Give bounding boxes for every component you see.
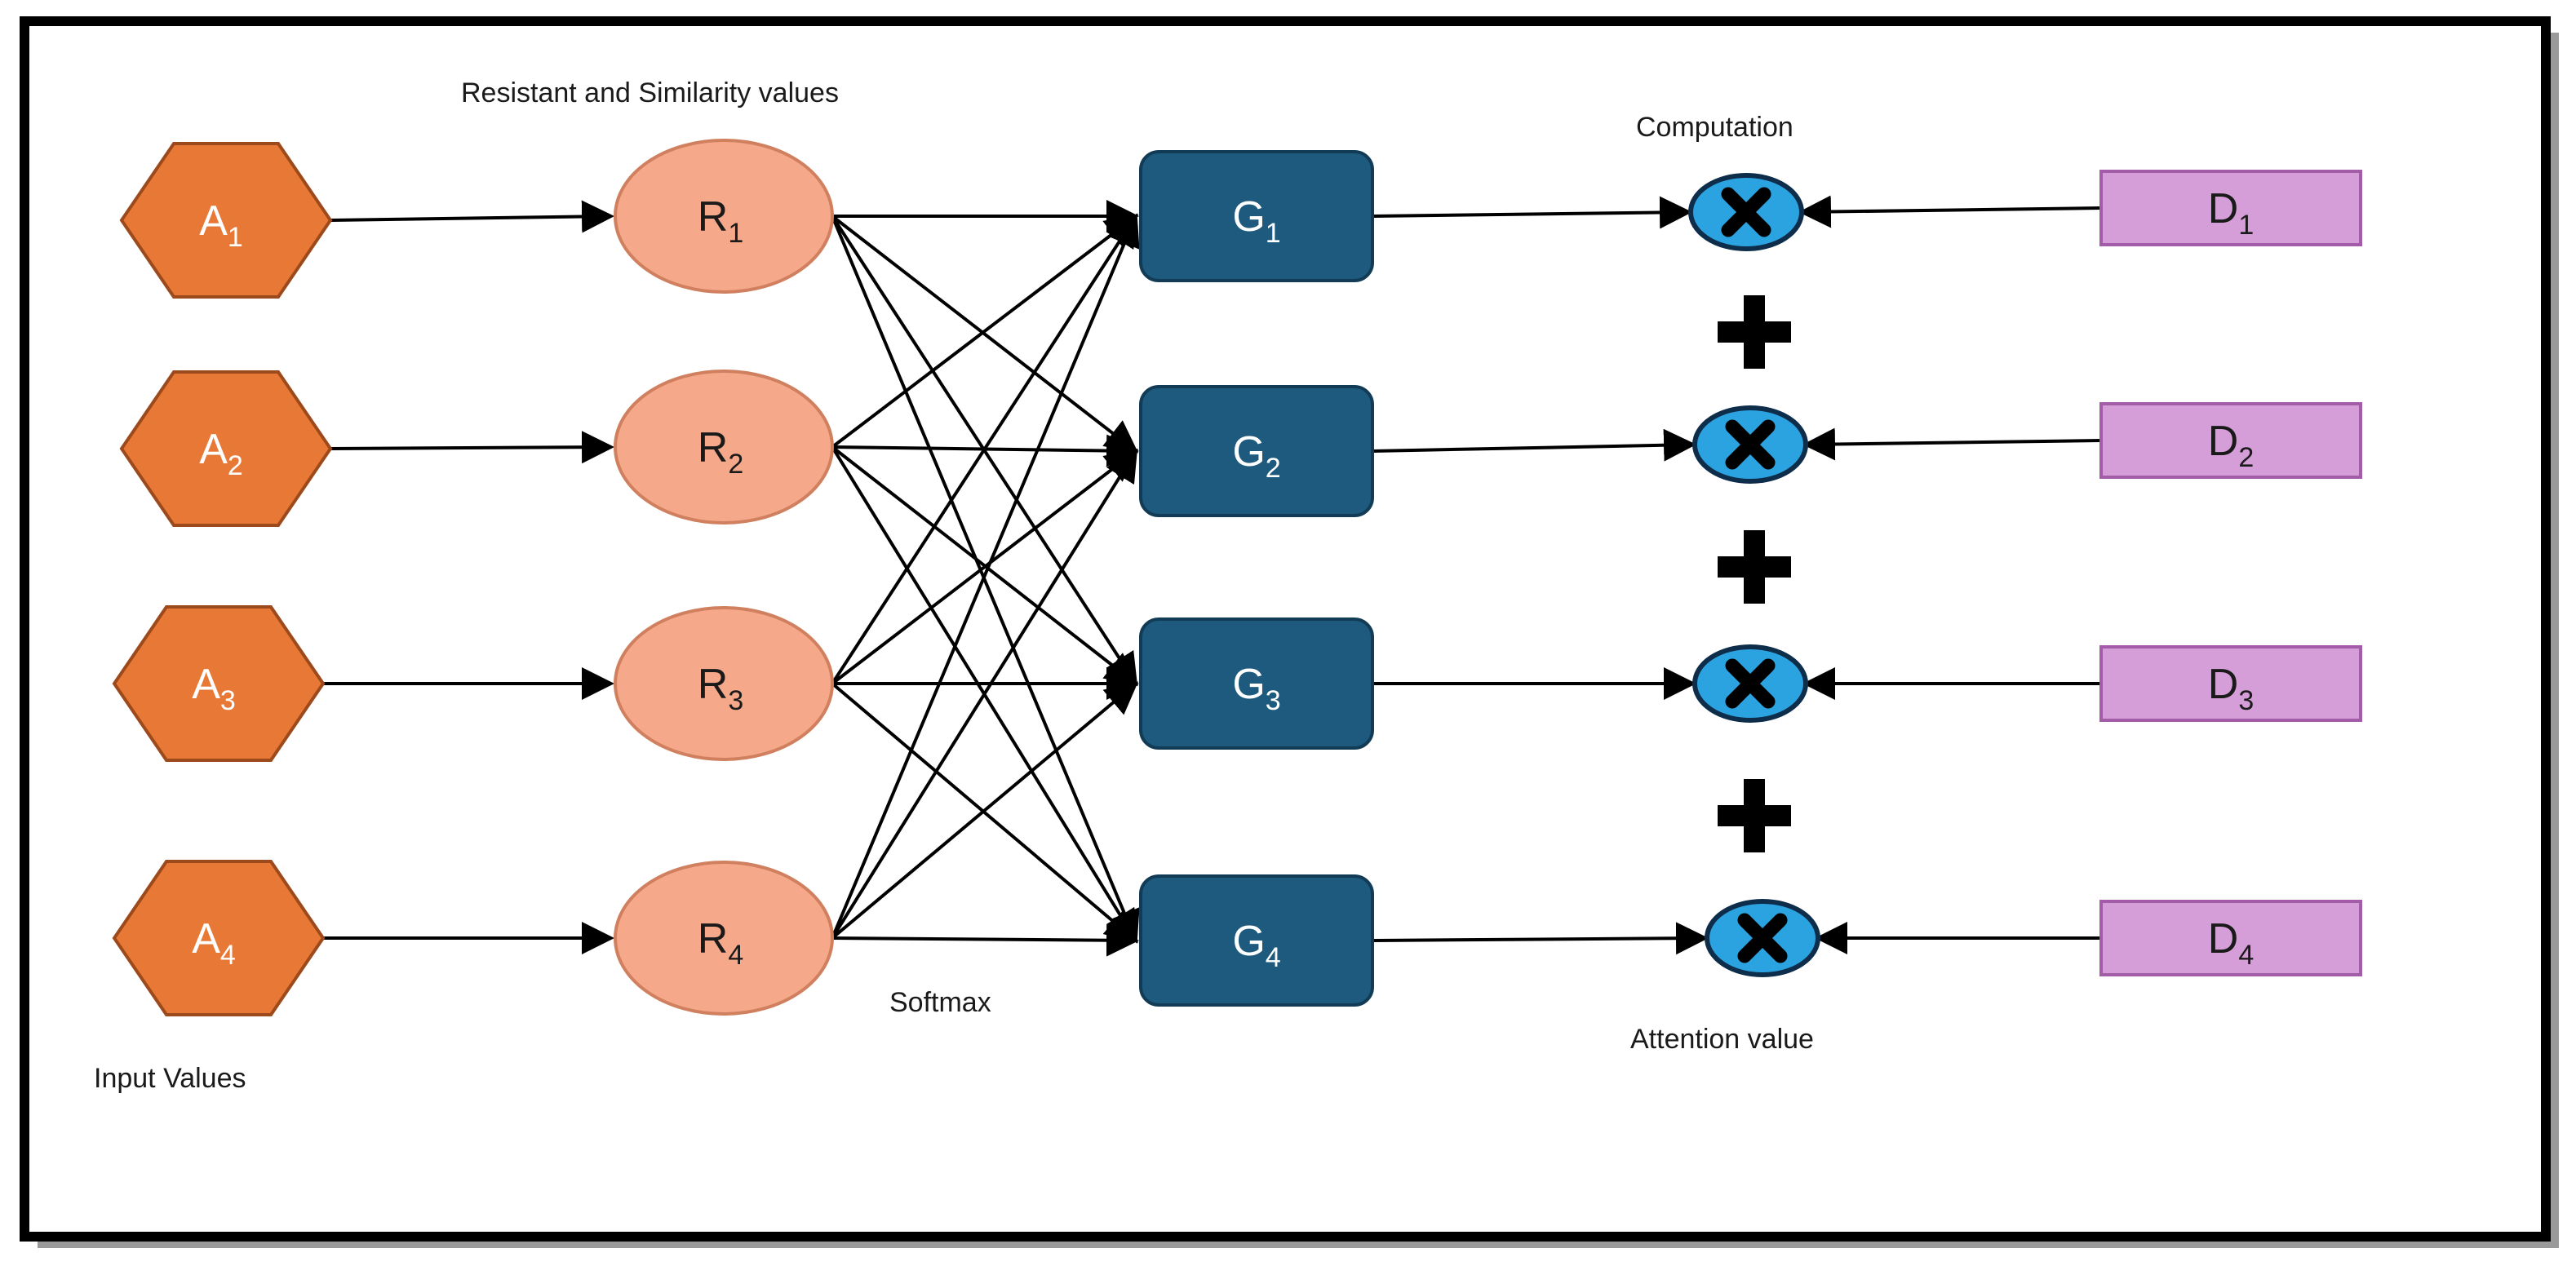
resistant-label: R1 (698, 193, 743, 249)
gate-arrow (1372, 922, 1709, 955)
resistant-circle (614, 606, 834, 761)
input-node: A1 (119, 142, 333, 299)
resistant-label: R2 (698, 424, 743, 480)
gate-label: G1 (1232, 193, 1280, 249)
resistant-label: R4 (698, 915, 743, 971)
multiply-icon (1721, 187, 1771, 237)
gate-node: G4 (1139, 874, 1374, 1007)
data-label: D4 (2208, 915, 2254, 971)
softmax-connection (831, 214, 1139, 449)
input-hexagon (119, 370, 333, 527)
input-hexagon (112, 860, 326, 1016)
resistant-label: R3 (698, 661, 743, 716)
data-node: D4 (2099, 900, 2362, 976)
resistant-node: R2 (614, 370, 834, 525)
data-box (2099, 170, 2362, 246)
resistant-node: R1 (614, 139, 834, 294)
gate-node: G2 (1139, 385, 1374, 517)
connectors (323, 195, 2102, 957)
plus-icon (1718, 530, 1791, 604)
multiply-node (1688, 173, 1804, 251)
softmax-connection (831, 681, 1139, 940)
input-node: A4 (112, 860, 326, 1016)
data-box (2099, 402, 2362, 479)
resistant-circle (614, 861, 834, 1016)
multiply-icon (1725, 658, 1776, 709)
data-label: D1 (2208, 185, 2254, 241)
softmax-connection (831, 448, 1138, 940)
input-node: A2 (119, 370, 333, 527)
input-label: A3 (192, 661, 236, 716)
data-node: D2 (2099, 402, 2362, 479)
resistant-similarity-caption: Resistant and Similarity values (461, 77, 839, 108)
softmax-connection (831, 213, 1138, 685)
plus-icon (1718, 779, 1791, 852)
input-label: A1 (199, 197, 243, 253)
gate-box (1139, 874, 1374, 1007)
data-node: D3 (2099, 645, 2362, 722)
resistant-node: R4 (614, 861, 834, 1016)
gate-node: G1 (1139, 150, 1374, 282)
attention-value-caption: Attention value (1630, 1024, 1814, 1055)
input-hexagon (112, 605, 326, 762)
data-box (2099, 900, 2362, 976)
multiply-icon (1737, 913, 1788, 963)
softmax-connection (831, 213, 1140, 939)
resistant-node: R3 (614, 606, 834, 761)
softmax-connection (831, 449, 1139, 685)
gate-box (1139, 618, 1374, 750)
resistant-circle (614, 139, 834, 294)
data-label: D2 (2208, 418, 2254, 473)
data-box (2099, 645, 2362, 722)
softmax-connection (831, 923, 1139, 957)
input-arrow (330, 431, 614, 464)
gate-arrow (1372, 196, 1692, 229)
gate-box (1139, 150, 1374, 282)
gate-label: G4 (1232, 918, 1280, 973)
computation-caption: Computation (1636, 112, 1793, 143)
multiply-node (1692, 644, 1808, 723)
multiply-node (1692, 405, 1808, 484)
softmax-caption: Softmax (889, 987, 991, 1018)
multiply-icon (1725, 419, 1776, 470)
data-node: D1 (2099, 170, 2362, 246)
gate-node: G3 (1139, 618, 1374, 750)
gate-label: G3 (1232, 661, 1280, 716)
gate-box (1139, 385, 1374, 517)
gate-label: G2 (1232, 428, 1280, 484)
data-label: D3 (2208, 661, 2254, 716)
input-label: A2 (199, 426, 243, 481)
multiply-node (1705, 899, 1820, 977)
input-hexagon (119, 142, 333, 299)
gate-arrow (1372, 428, 1696, 462)
data-arrow (1798, 195, 2102, 228)
resistant-circle (614, 370, 834, 525)
input-node: A3 (112, 605, 326, 762)
input-label: A4 (192, 915, 236, 971)
input-values-caption: Input Values (94, 1063, 246, 1094)
plus-icon (1718, 295, 1791, 369)
input-arrow (330, 200, 614, 233)
data-arrow (1802, 427, 2102, 461)
